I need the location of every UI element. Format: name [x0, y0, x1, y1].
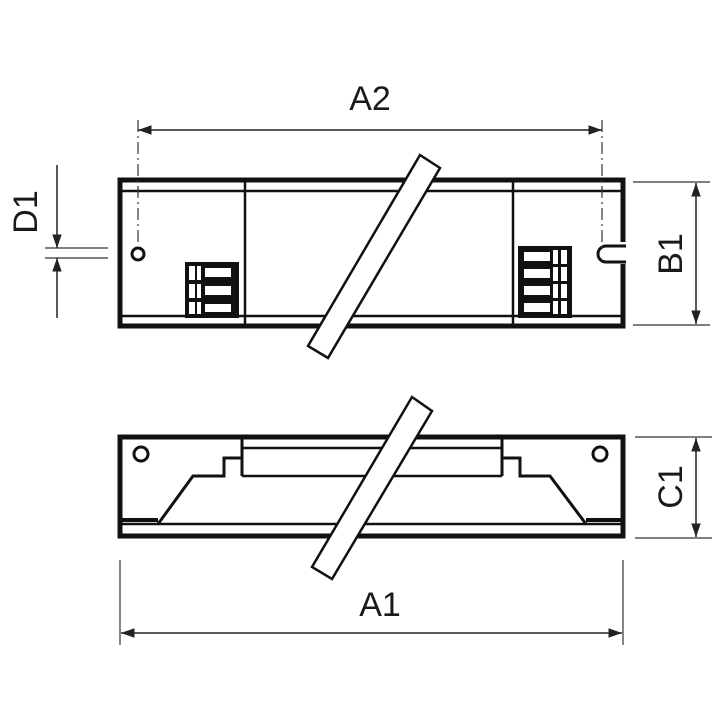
mounting-hole-left-icon [132, 445, 150, 463]
dimension-label-b1: B1 [652, 233, 690, 275]
dimension-a1: A1 [119, 560, 624, 645]
dimension-d1: D1 [7, 165, 108, 318]
dimension-c1: C1 [635, 436, 712, 539]
mounting-hole-icon [130, 246, 146, 262]
dimension-label-c1: C1 [652, 465, 690, 508]
dimension-label-a1: A1 [359, 586, 401, 624]
dimension-a2: A2 [138, 80, 602, 135]
dimension-label-a2: A2 [349, 80, 391, 118]
top-view [117, 120, 626, 360]
break-mark-icon [306, 153, 442, 360]
break-mark-icon [310, 395, 434, 581]
mounting-hole-right-icon [591, 445, 609, 463]
side-view [117, 395, 626, 581]
terminal-block-left-icon [185, 262, 239, 318]
terminal-block-right-icon [518, 246, 572, 318]
dimension-label-d1: D1 [7, 190, 45, 233]
dimension-b1: B1 [633, 181, 710, 326]
